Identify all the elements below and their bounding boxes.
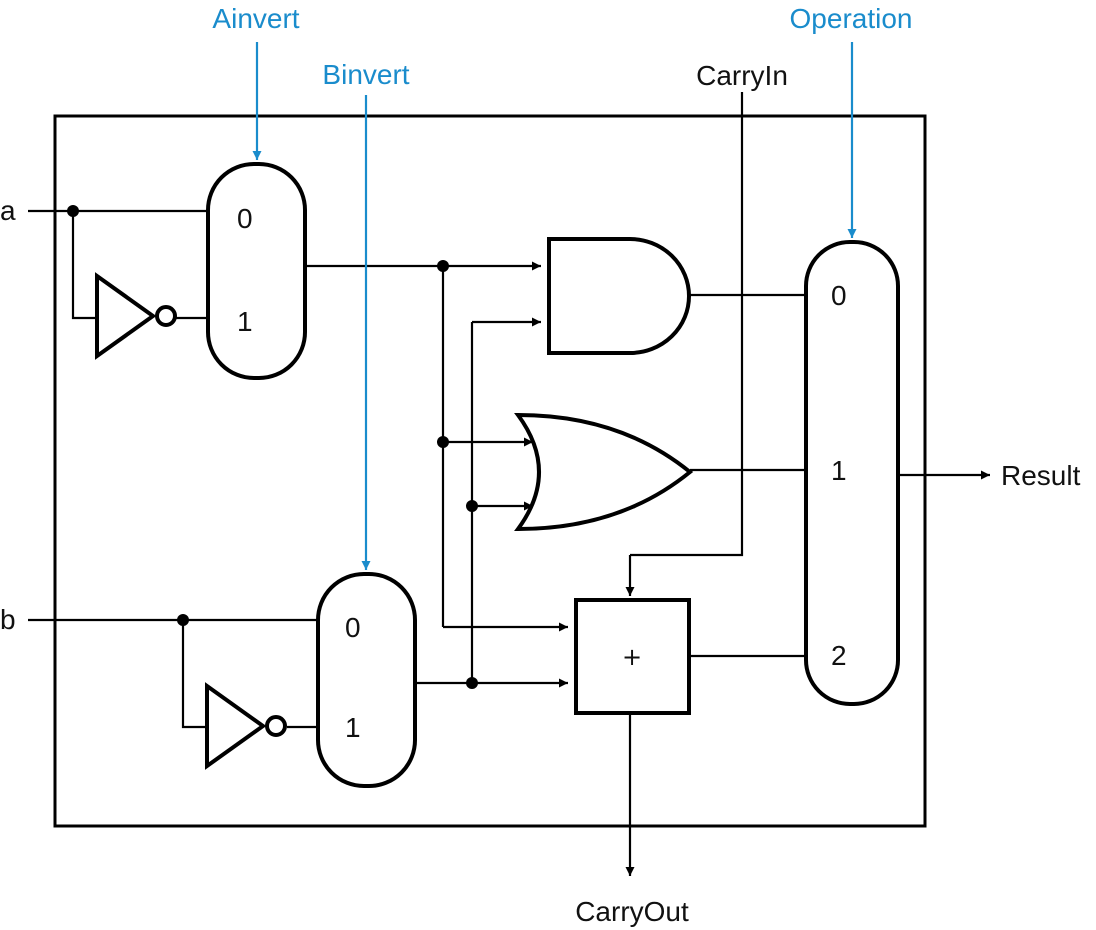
mux-a-port-1: 1 [237,306,253,337]
input-a-label: a [0,195,16,226]
result-label: Result [1001,460,1081,491]
mux-result [804,240,900,706]
wires [28,92,990,876]
mux-a [206,162,307,380]
ainvert-label: Ainvert [212,3,299,34]
input-b-label: b [0,604,16,635]
binvert-label: Binvert [322,59,409,90]
junction-dots [67,205,478,689]
not-gate-icon [95,272,177,360]
operation-label: Operation [790,3,913,34]
adder-symbol: + [622,643,642,671]
mux-a-port-0: 0 [237,203,253,234]
mux-b-port-1: 1 [345,712,361,743]
control-lines [252,42,857,570]
adder-block [574,598,691,715]
carry-out-label: CarryOut [575,896,689,927]
mux-result-port-2: 2 [831,640,847,671]
alu-outer-box [53,114,927,828]
mux-result-port-0: 0 [831,280,847,311]
or-gate-icon [514,412,694,532]
mux-b-port-0: 0 [345,612,361,643]
and-gate-icon [547,237,691,355]
mux-result-port-1: 1 [831,455,847,486]
mux-b [316,572,417,788]
not-gate-icon [205,682,287,770]
carry-in-label: CarryIn [696,60,788,91]
